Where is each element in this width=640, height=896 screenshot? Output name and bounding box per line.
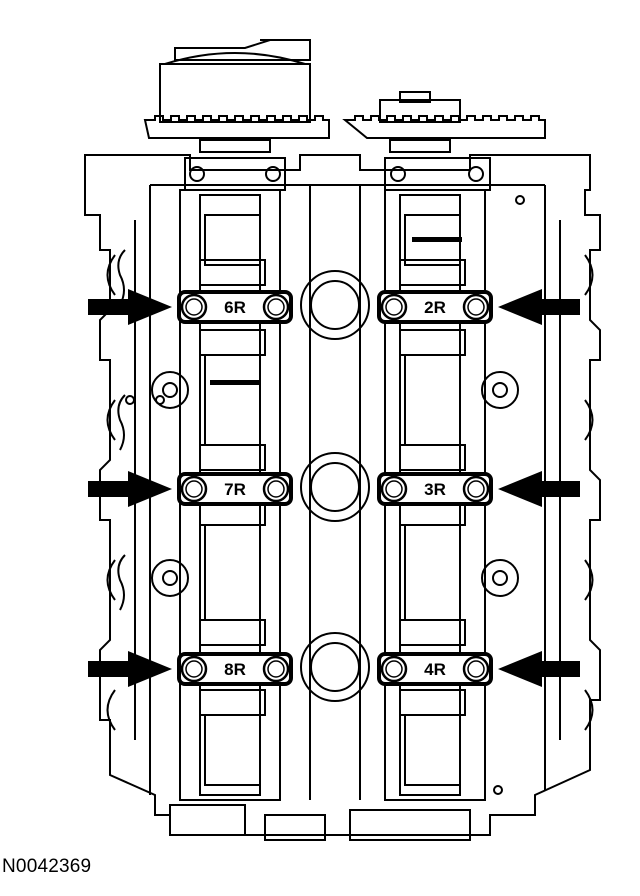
bearing-cap-2r: 2R	[377, 290, 493, 324]
arrow-right-icon	[88, 471, 172, 507]
bearing-cap-8r: 8R	[177, 652, 293, 686]
bearing-cap-4r: 4R	[377, 652, 493, 686]
arrow-left-icon	[498, 651, 580, 687]
spark-plug-bore	[310, 642, 360, 692]
bearing-cap-7r: 7R	[177, 472, 293, 506]
bearing-cap-3r: 3R	[377, 472, 493, 506]
bearing-cap-label: 7R	[224, 480, 246, 499]
arrow-right-icon	[88, 289, 172, 325]
spark-plug-bore	[310, 280, 360, 330]
bearing-cap-label: 2R	[424, 298, 446, 317]
arrow-right-icon	[88, 651, 172, 687]
figure-id: N0042369	[2, 856, 92, 877]
bearing-cap-6r: 6R	[177, 290, 293, 324]
right-camshaft-sprocket	[342, 91, 546, 153]
left-camshaft-sprocket	[143, 39, 330, 153]
bearing-cap-label: 8R	[224, 660, 246, 679]
bearing-cap-label: 6R	[224, 298, 246, 317]
arrow-left-icon	[498, 471, 580, 507]
bearing-cap-label: 4R	[424, 660, 446, 679]
bearing-cap-label: 3R	[424, 480, 446, 499]
spark-plug-bore	[310, 462, 360, 512]
arrow-left-icon	[498, 289, 580, 325]
